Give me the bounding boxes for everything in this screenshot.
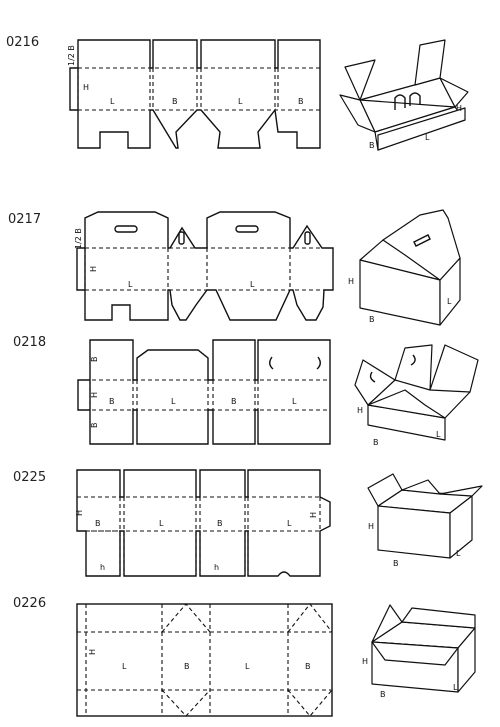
height-label: H [362, 657, 368, 666]
length-label: L [110, 97, 115, 106]
style-0216: 0216 1/2 B H L B L B [6, 35, 469, 151]
length-label: L [287, 519, 292, 528]
breadth-label: B [90, 423, 99, 429]
length-label: L [159, 519, 164, 528]
length-label: L [171, 397, 176, 406]
style-0225: 0225 H B L B L H h h [13, 469, 483, 577]
length-label: L [250, 280, 255, 289]
flat-blank: H L B L B [76, 603, 333, 717]
style-code: 0225 [13, 470, 46, 485]
assembled-box: H B L [354, 344, 479, 447]
half-b-label: 1/2 B [74, 228, 83, 249]
style-0218: 0218 B H B B L B L [13, 335, 479, 447]
style-code: 0226 [13, 596, 46, 611]
height-label: H [357, 406, 363, 415]
assembled-box: H B L [362, 604, 476, 699]
style-0226: 0226 H L B L B H B L [13, 596, 476, 717]
height-label: H [89, 266, 98, 272]
half-b-label: 1/2 B [67, 45, 76, 66]
length-label: L [292, 397, 297, 406]
flat-blank: 1/2 B H L B L B [67, 39, 321, 149]
breadth-label: B [380, 690, 386, 699]
breadth-label: B [90, 357, 99, 363]
length-label: L [122, 662, 127, 671]
height-label: H [75, 510, 84, 516]
length-label: L [453, 683, 458, 692]
breadth-label: B [231, 397, 237, 406]
height-label: H [348, 277, 354, 286]
breadth-label: B [109, 397, 115, 406]
small-height-label: h [214, 563, 219, 572]
breadth-label: B [305, 662, 311, 671]
length-label: L [238, 97, 243, 106]
height-label: H [368, 522, 374, 531]
style-code: 0217 [8, 212, 41, 227]
height-label: H [83, 83, 89, 92]
breadth-label: B [184, 662, 190, 671]
flat-blank: B H B B L B L [77, 339, 331, 445]
flat-blank: H B L B L H h h [75, 469, 331, 577]
small-height-label: h [100, 563, 105, 572]
assembled-box: H B L [367, 473, 483, 568]
length-label: L [456, 549, 461, 558]
style-code: 0218 [13, 335, 46, 350]
breadth-label: B [369, 141, 375, 150]
assembled-box: H B L [348, 209, 461, 326]
height-label: H [309, 512, 318, 518]
breadth-label: B [393, 559, 399, 568]
breadth-label: B [172, 97, 178, 106]
breadth-label: B [369, 315, 375, 324]
breadth-label: B [217, 519, 223, 528]
style-code: 0216 [6, 35, 39, 50]
flat-blank: 1/2 B H L L [74, 211, 334, 321]
height-label: H [456, 104, 462, 113]
breadth-label: B [373, 438, 379, 447]
style-0217: 0217 1/2 B H L L H B L [8, 209, 461, 326]
length-label: L [128, 280, 133, 289]
length-label: L [425, 133, 430, 142]
height-label: H [88, 649, 97, 655]
assembled-box: B L H [339, 39, 469, 151]
height-label: H [90, 392, 99, 398]
breadth-label: B [95, 519, 101, 528]
length-label: L [245, 662, 250, 671]
length-label: L [447, 297, 452, 306]
length-label: L [436, 430, 441, 439]
breadth-label: B [298, 97, 304, 106]
